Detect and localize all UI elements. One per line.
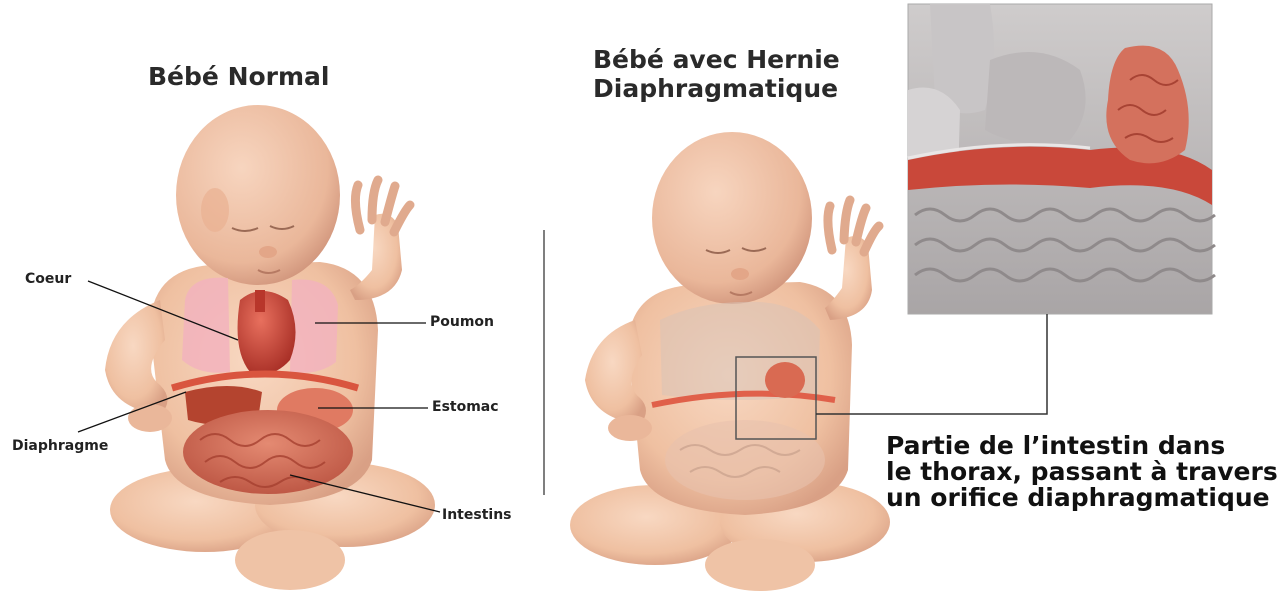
hernia-zoom-inset bbox=[908, 4, 1215, 314]
hernia-caption: Partie de l’intestin dans le thorax, pas… bbox=[886, 433, 1278, 511]
label-diaphragme: Diaphragme bbox=[12, 438, 108, 454]
left-panel-title: Bébé Normal bbox=[148, 62, 329, 91]
label-coeur: Coeur bbox=[25, 271, 71, 287]
label-intestins: Intestins bbox=[442, 507, 512, 523]
baby-hernia-figure bbox=[570, 132, 890, 591]
label-estomac: Estomac bbox=[432, 399, 499, 415]
right-panel-title-line-1: Bébé avec Hernie bbox=[593, 45, 840, 74]
baby-normal-figure bbox=[105, 105, 435, 590]
label-poumon: Poumon bbox=[430, 314, 494, 330]
right-panel-title: Bébé avec Hernie Diaphragmatique bbox=[593, 45, 840, 103]
hernia-caption-line-2: le thorax, passant à travers bbox=[886, 459, 1278, 485]
hernia-caption-line-1: Partie de l’intestin dans bbox=[886, 433, 1278, 459]
right-panel-title-line-2: Diaphragmatique bbox=[593, 74, 840, 103]
hernia-caption-line-3: un orifice diaphragmatique bbox=[886, 485, 1278, 511]
